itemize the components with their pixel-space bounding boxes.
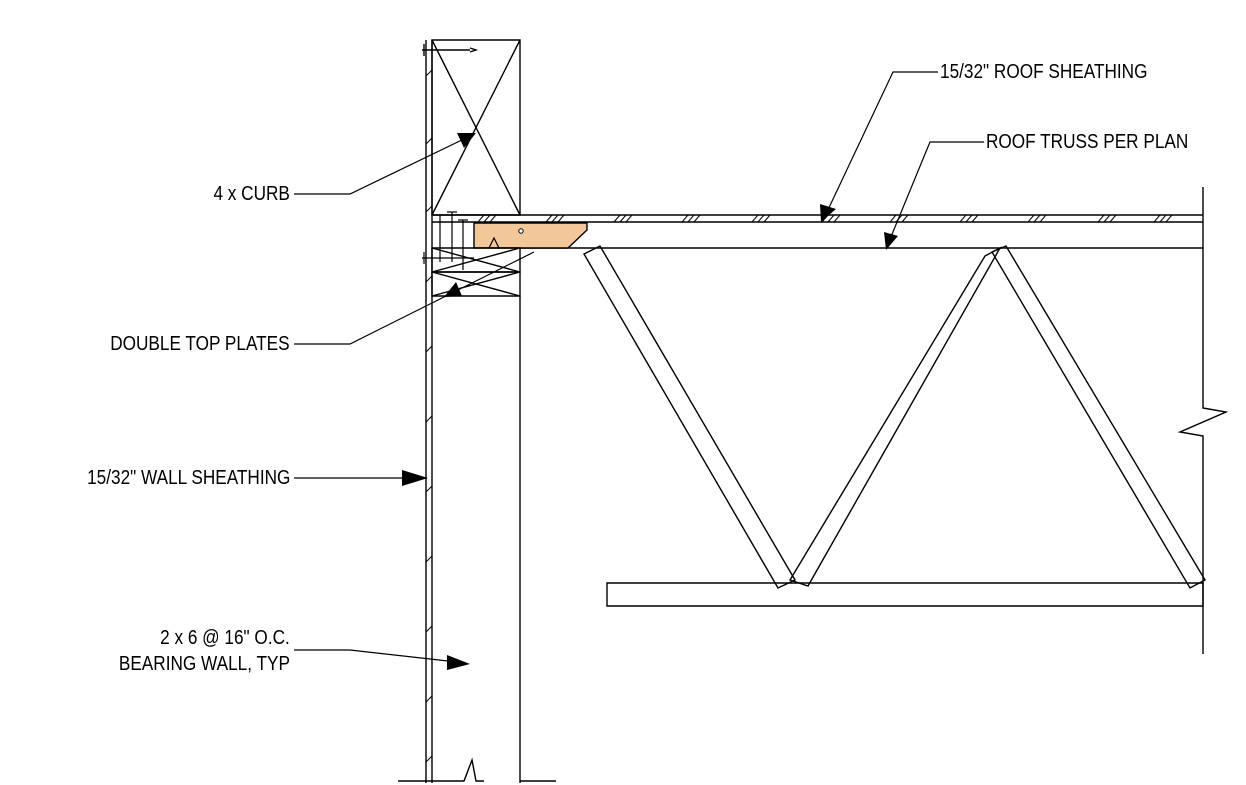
blocking-hole [518, 228, 524, 234]
roof-sheathing [432, 215, 1203, 222]
label-roof-sheathing: 15/32" ROOF SHEATHING [940, 61, 1148, 83]
wall-sheathing [426, 40, 432, 783]
label-stud-line-1: 2 x 6 @ 16" O.C. [160, 627, 290, 649]
wall-break-line [398, 760, 556, 781]
truss-break-line [1180, 187, 1226, 654]
curb-nail [422, 44, 476, 56]
truss-webs [584, 246, 1205, 588]
label-roof-truss: ROOF TRUSS PER PLAN [986, 131, 1189, 153]
blocking [474, 223, 587, 248]
label-stud-line-2: BEARING WALL, TYP [118, 653, 290, 675]
leader-roof-truss [884, 142, 984, 250]
label-double-top-plates: DOUBLE TOP PLATES [110, 333, 290, 355]
curb [432, 40, 520, 215]
leader-stud [294, 650, 470, 670]
label-wall-sheathing: 15/32" WALL SHEATHING [86, 467, 290, 489]
truss-bottom-chord [607, 583, 1203, 606]
double-top-plates [432, 248, 520, 296]
wall-sheathing-hatch [426, 70, 432, 762]
label-curb: 4 x CURB [213, 183, 290, 205]
toe-nails [422, 212, 474, 270]
leader-curb [294, 133, 476, 194]
truss-top-chord [520, 222, 1203, 248]
leader-wall-sheathing [294, 470, 428, 486]
leader-top-plates [294, 252, 534, 344]
roof-sheathing-hatch [478, 215, 1172, 222]
blocking-notch [489, 238, 499, 248]
leader-roof-sheathing [820, 72, 938, 222]
